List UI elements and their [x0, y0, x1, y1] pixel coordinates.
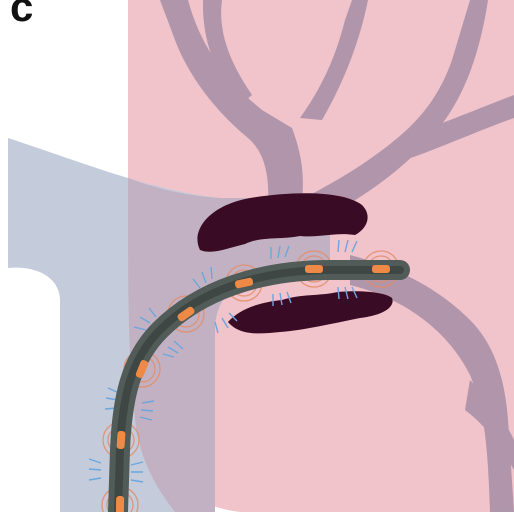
panel-label: c	[10, 0, 33, 28]
vein-lumen	[8, 268, 44, 512]
